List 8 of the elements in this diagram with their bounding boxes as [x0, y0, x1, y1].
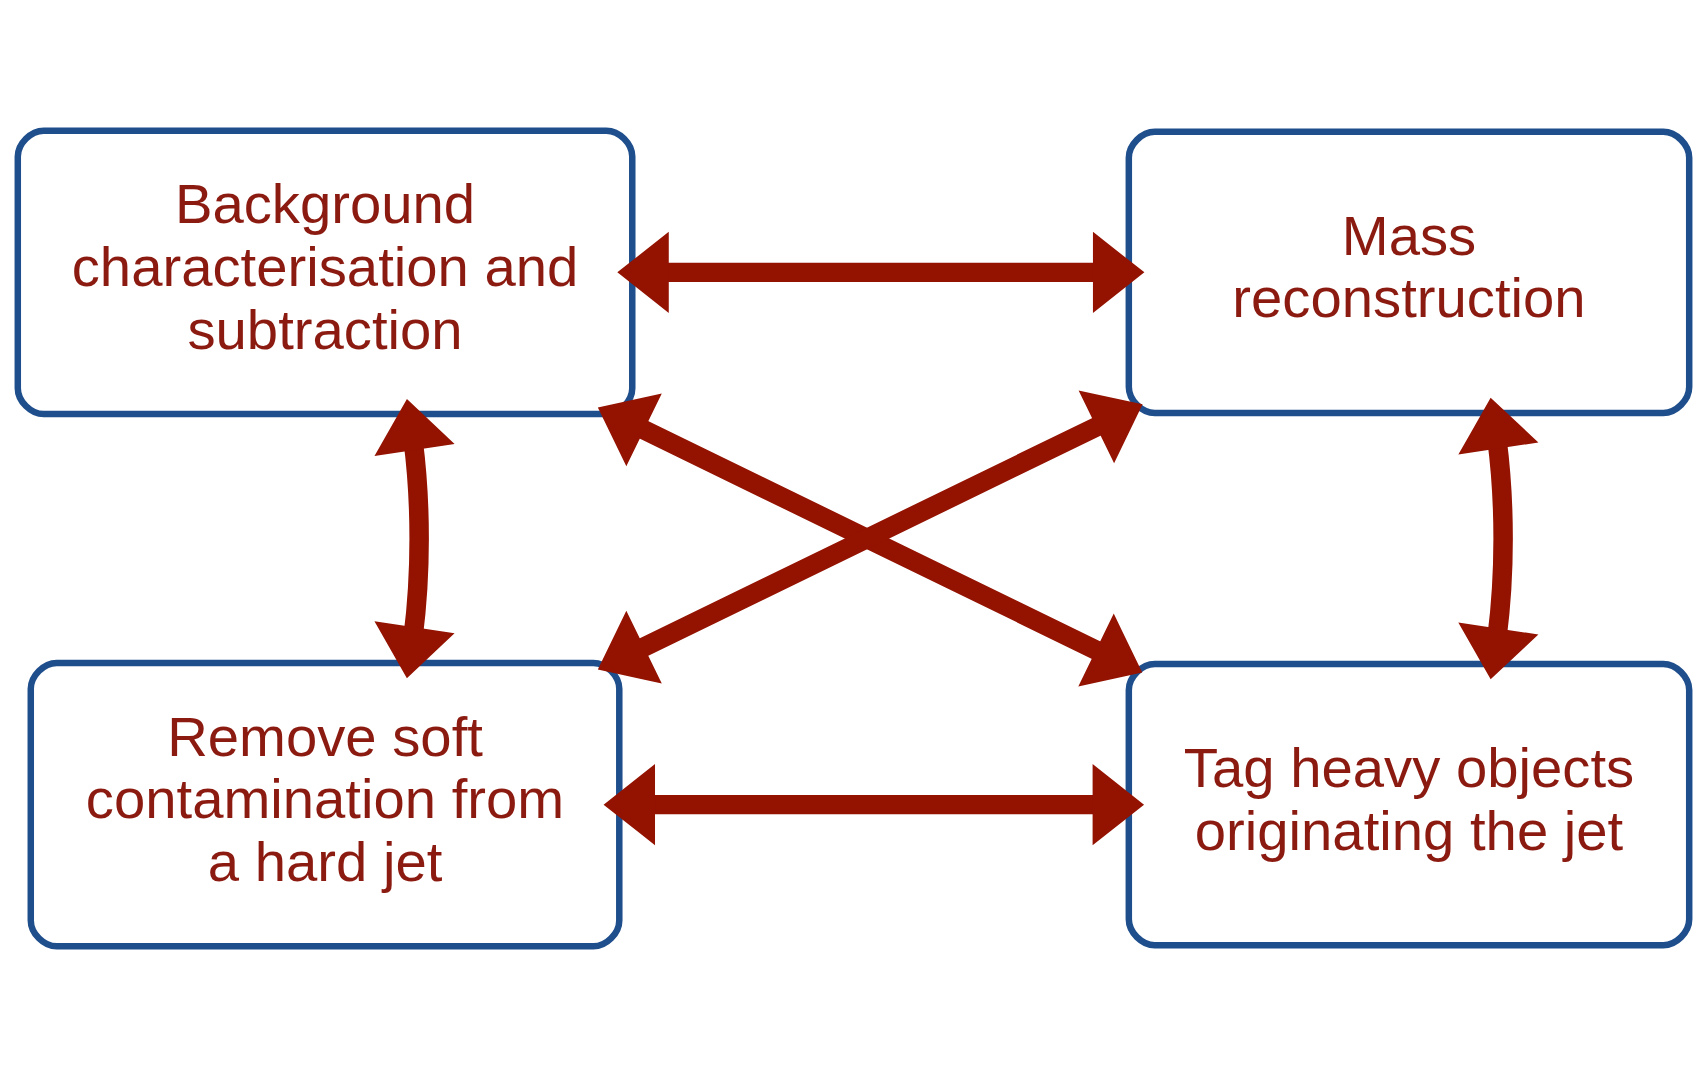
node-box: Mass reconstruction — [1125, 128, 1692, 416]
node-box: Background characterisation and subtraction — [14, 126, 635, 417]
node-box: Remove soft contamination from a hard jet — [27, 659, 623, 950]
arrow — [603, 763, 1144, 845]
arrow — [1457, 397, 1538, 679]
arrow — [373, 398, 455, 678]
arrow — [616, 231, 1144, 313]
node-box: Tag heavy objects originating the jet — [1125, 660, 1692, 948]
